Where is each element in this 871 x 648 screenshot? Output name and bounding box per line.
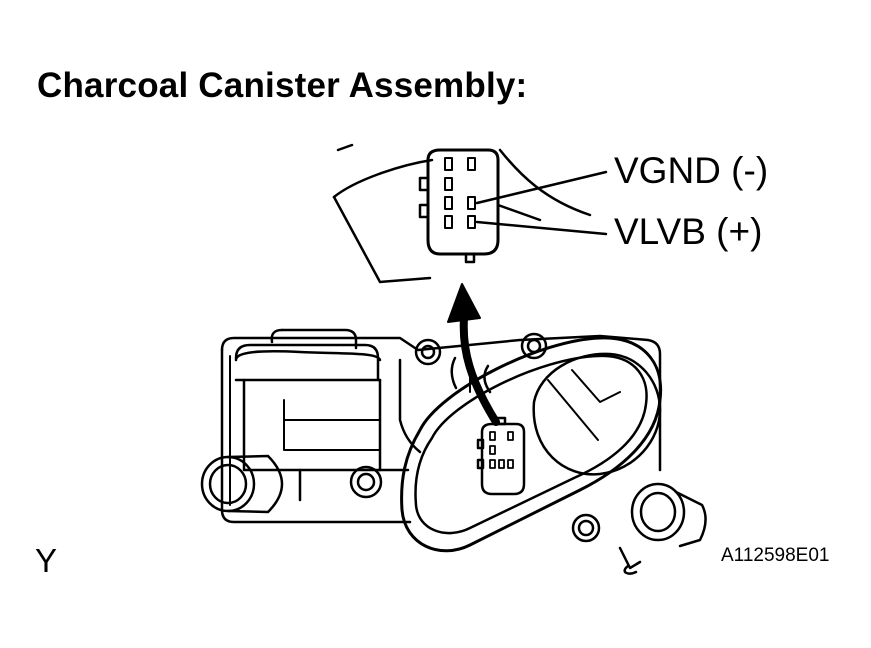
corner-mark: Y bbox=[35, 542, 58, 579]
diagram-title: Charcoal Canister Assembly: bbox=[37, 66, 528, 105]
connector-callout bbox=[332, 143, 592, 284]
connector-magnified bbox=[418, 148, 500, 264]
canister-body bbox=[200, 328, 662, 524]
vsv-connector bbox=[476, 416, 526, 496]
figure-id: A112598E01 bbox=[721, 545, 830, 566]
leader-line-vlvb bbox=[475, 220, 608, 236]
leader-line-vgnd bbox=[475, 170, 608, 205]
pin-label-vgnd: VGND (-) bbox=[614, 150, 769, 191]
vsv-housing bbox=[400, 336, 707, 575]
pin-label-vlvb: VLVB (+) bbox=[614, 211, 763, 252]
